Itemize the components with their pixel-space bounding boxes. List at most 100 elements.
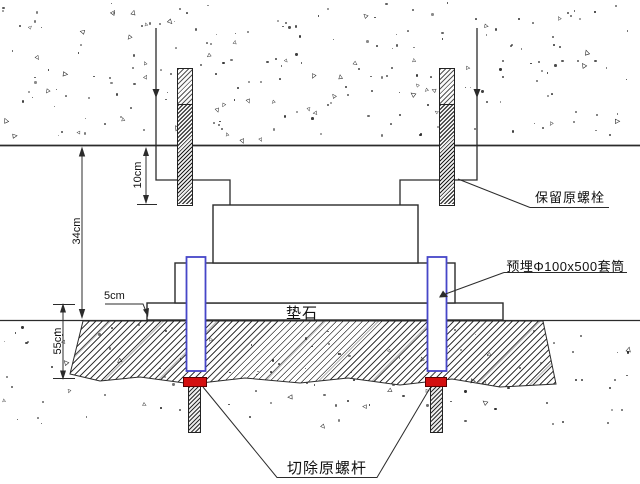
- cut-rod-right: [430, 386, 443, 433]
- aggregate-dot: [25, 341, 28, 344]
- aggregate-triangle-icon: ▵: [238, 134, 248, 147]
- aggregate-dot: [380, 76, 383, 79]
- pad-stone-block: [146, 302, 504, 321]
- aggregate-dot: [248, 80, 251, 84]
- aggregate-dot: [213, 122, 215, 124]
- aggregate-triangle-icon: ▵: [383, 385, 396, 396]
- aggregate-dot: [538, 61, 541, 64]
- aggregate-triangle-icon: ▵: [477, 395, 491, 408]
- aggregate-triangle-icon: ▵: [73, 130, 83, 135]
- aggregate-dot: [278, 78, 281, 80]
- aggregate-dot: [21, 326, 24, 329]
- aggregate-dot: [110, 81, 114, 85]
- aggregate-dot: [607, 421, 610, 424]
- aggregate-dot: [626, 351, 629, 354]
- aggregate-dot: [391, 47, 394, 50]
- aggregate-dot: [402, 394, 405, 398]
- aggregate-dot: [625, 78, 628, 81]
- aggregate-triangle-icon: ▵: [32, 52, 43, 64]
- aggregate-dot: [274, 58, 277, 60]
- aggregate-dot: [605, 67, 608, 69]
- base-block: [174, 262, 456, 304]
- aggregate-dot: [222, 61, 225, 64]
- aggregate-dot: [579, 334, 582, 338]
- aggregate-dot: [115, 93, 119, 96]
- aggregate-dot: [626, 30, 629, 32]
- aggregate-dot: [368, 404, 371, 406]
- aggregate-dot: [419, 133, 422, 137]
- aggregate-triangle-icon: ▵: [42, 86, 53, 98]
- aggregate-triangle-icon: ▵: [308, 70, 319, 83]
- aggregate-dot: [481, 90, 484, 93]
- aggregate-dot: [140, 24, 143, 27]
- aggregate-dot: [398, 114, 401, 117]
- aggregate-triangle-icon: ▵: [411, 54, 417, 64]
- aggregate-dot: [165, 98, 167, 101]
- leader-5cm: [105, 303, 149, 317]
- bolt-lower-hatch: [178, 104, 192, 204]
- aggregate-dot: [541, 70, 544, 73]
- aggregate-dot: [551, 93, 553, 95]
- aggregate-dot: [194, 28, 198, 31]
- aggregate-dot: [19, 25, 21, 28]
- aggregate-dot: [615, 4, 618, 7]
- aggregate-dot: [313, 384, 316, 386]
- aggregate-dot: [269, 402, 272, 405]
- aggregate-dot: [27, 340, 30, 344]
- aggregate-dot: [34, 76, 36, 78]
- aggregate-dot: [545, 401, 549, 405]
- aggregate-dot: [2, 6, 5, 10]
- aggregate-dot: [353, 379, 356, 382]
- middle-block: [212, 204, 419, 264]
- aggregate-dot: [413, 47, 415, 49]
- aggregate-dot: [284, 21, 288, 25]
- aggregate-triangle-icon: ▵: [26, 21, 35, 31]
- aggregate-dot: [22, 100, 25, 103]
- aggregate-dot: [573, 10, 575, 12]
- aggregate-dot: [616, 113, 619, 115]
- down-arrow-icon: [152, 89, 160, 98]
- aggregate-dot: [55, 88, 57, 90]
- aggregate-dot: [93, 75, 95, 78]
- aggregate-dot: [426, 103, 429, 106]
- aggregate-dot: [210, 43, 213, 45]
- aggregate-dot: [376, 45, 379, 47]
- aggregate-dot: [616, 351, 619, 354]
- aggregate-dot: [327, 104, 329, 106]
- aggregate-dot: [175, 47, 177, 49]
- aggregate-dot: [575, 110, 578, 113]
- aggregate-dot: [173, 20, 175, 23]
- aggregate-dot: [441, 31, 444, 35]
- aggregate-dot: [130, 107, 133, 109]
- aggregate-dot: [179, 408, 182, 412]
- aggregate-triangle-icon: ▵: [59, 70, 72, 78]
- aggregate-triangle-icon: ▵: [120, 113, 126, 124]
- aggregate-dot: [37, 416, 39, 419]
- aggregate-dot: [178, 7, 181, 10]
- aggregate-triangle-icon: ▵: [218, 101, 228, 112]
- aggregate-triangle-icon: ▵: [213, 104, 222, 116]
- aggregate-dot: [185, 12, 188, 14]
- aggregate-dot: [199, 64, 202, 67]
- aggregate-triangle-icon: ▵: [420, 86, 431, 95]
- aggregate-dot: [469, 86, 472, 89]
- aggregate-dot: [47, 68, 50, 71]
- aggregate-dot: [332, 38, 335, 41]
- aggregate-dot: [347, 400, 350, 403]
- aggregate-dot: [78, 52, 80, 54]
- aggregate-dot: [499, 101, 502, 103]
- aggregate-dot: [426, 404, 429, 407]
- aggregate-dot: [61, 131, 64, 134]
- aggregate-triangle-icon: ▵: [9, 132, 22, 140]
- aggregate-dot: [499, 68, 502, 71]
- aggregate-dot: [390, 122, 392, 125]
- aggregate-triangle-icon: ▵: [577, 57, 590, 72]
- aggregate-dot: [27, 91, 30, 94]
- pedestal-blocks: [146, 204, 504, 321]
- aggregate-dot: [40, 26, 43, 29]
- aggregate-dot: [553, 44, 556, 47]
- aggregate-dot: [319, 132, 323, 136]
- aggregate-triangle-icon: ▵: [329, 91, 339, 102]
